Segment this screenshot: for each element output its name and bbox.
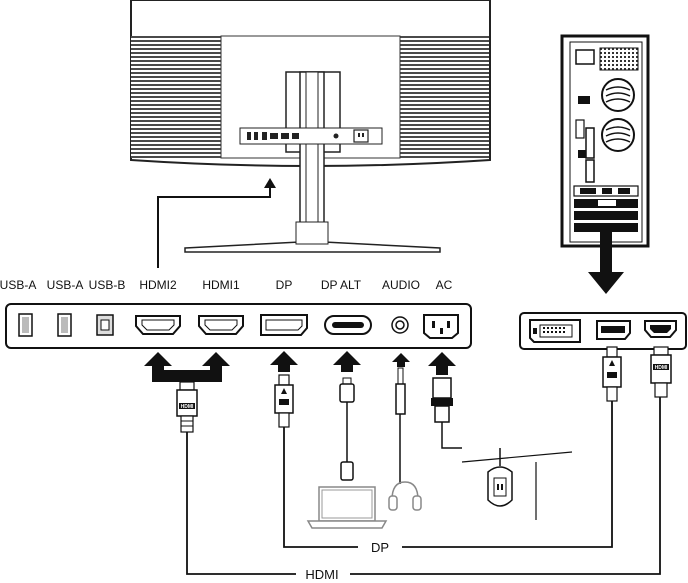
label-dp-alt: DP ALT <box>321 278 362 292</box>
usb-c-plug <box>339 377 355 481</box>
usb-a-port-2 <box>57 313 72 337</box>
pc-tower-illustration <box>560 34 650 248</box>
hdmi-cable-line <box>186 397 661 575</box>
hdmi2-port <box>135 315 181 335</box>
pc-hdmi-port <box>644 320 677 338</box>
label-usb-a-1: USB-A <box>0 278 36 292</box>
dp-alt-port <box>324 315 372 335</box>
headphones-icon <box>388 481 422 511</box>
cables <box>186 397 661 575</box>
label-audio: AUDIO <box>382 278 420 292</box>
audio-jack <box>391 316 409 334</box>
hdmi-plug-pc-tag: HDMI <box>655 365 668 371</box>
monitor-io-panel <box>5 303 472 349</box>
dp-plug-monitor <box>274 374 294 428</box>
label-ac: AC <box>436 278 453 292</box>
hdmi-cable-label-bg <box>296 565 350 583</box>
audio-plug <box>395 367 406 484</box>
ac-plug <box>431 377 462 449</box>
dvi-port <box>529 319 581 343</box>
wall-power-plug <box>461 448 573 520</box>
usb-a-port-1 <box>18 313 33 337</box>
hdmi-plug-monitor: HDMI <box>176 381 198 433</box>
zoom-arrow <box>157 178 276 268</box>
dp-cable-label-bg <box>358 538 402 556</box>
dp-port <box>260 314 308 336</box>
laptop-icon <box>306 486 388 529</box>
label-dp: DP <box>276 278 293 292</box>
label-hdmi2: HDMI2 <box>139 278 177 292</box>
hdmi-plug-pc: HDMI <box>650 346 672 398</box>
hdmi-plug-tag: HDMI <box>181 404 194 410</box>
dp-cable-line <box>283 401 613 548</box>
label-hdmi1: HDMI1 <box>202 278 240 292</box>
hdmi-cable-label: HDMI <box>305 567 338 582</box>
hdmi1-port <box>198 315 244 335</box>
dp-cable-label: DP <box>371 540 389 555</box>
pc-dp-port <box>596 320 631 340</box>
connection-arrows <box>144 351 456 382</box>
port-labels: USB-A USB-A USB-B HDMI2 HDMI1 DP DP ALT … <box>0 278 453 292</box>
label-usb-a-2: USB-A <box>47 278 84 292</box>
usb-b-port <box>96 314 114 336</box>
dp-plug-pc <box>602 346 622 402</box>
label-usb-b: USB-B <box>89 278 126 292</box>
monitor-rear-illustration <box>130 0 491 253</box>
ac-inlet <box>423 314 459 339</box>
down-arrow-icon <box>588 232 624 294</box>
pc-io-panel <box>519 312 687 350</box>
